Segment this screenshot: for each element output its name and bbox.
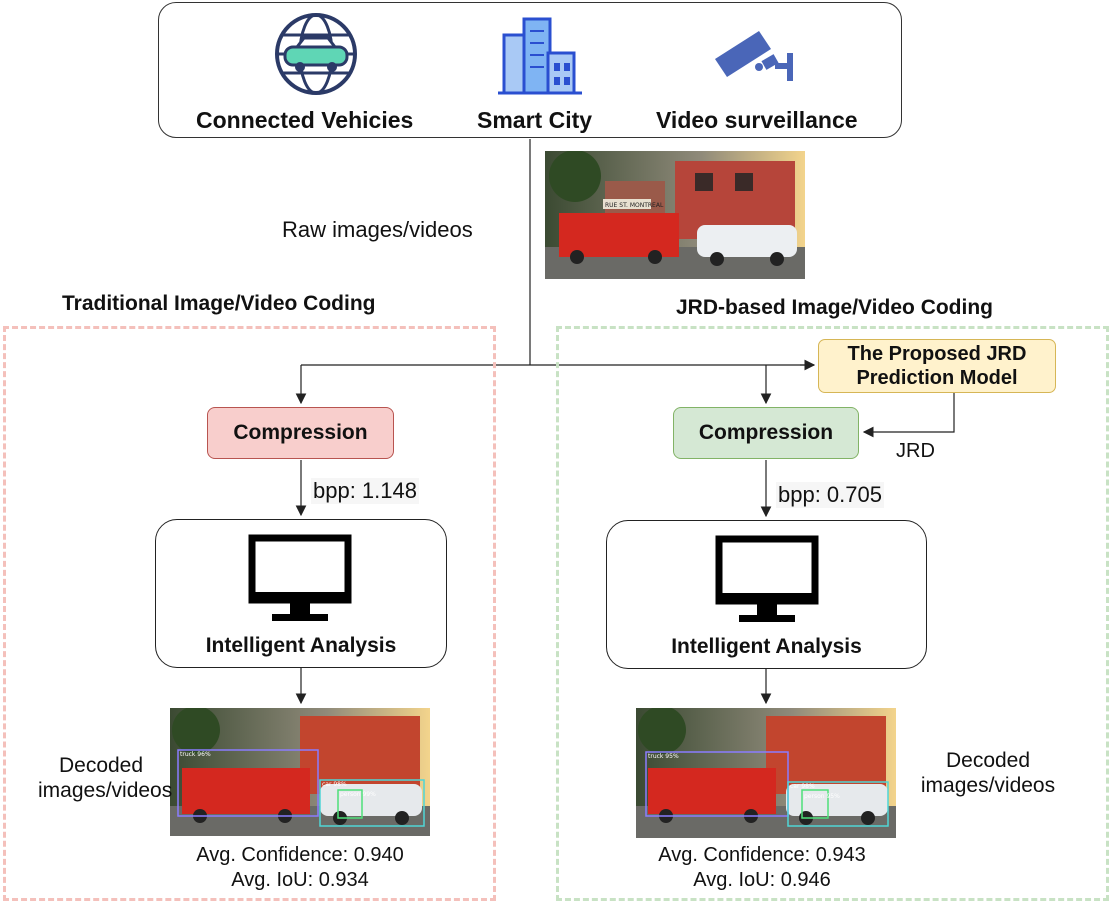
- source-label-video-surveillance: Video surveillance: [656, 107, 858, 133]
- traditional-stats: Avg. Confidence: 0.940 Avg. IoU: 0.934: [160, 843, 440, 893]
- jrd-prediction-model-box: The Proposed JRD Prediction Model: [818, 339, 1056, 393]
- traditional-compression-label: Compression: [233, 421, 368, 444]
- traditional-analysis-box: Intelligent Analysis: [155, 519, 447, 668]
- source-label-smart-city: Smart City: [477, 107, 593, 133]
- jrd-model-line2: Prediction Model: [856, 367, 1018, 389]
- traditional-detection-person: person 99%: [340, 791, 376, 798]
- jrd-iou: Avg. IoU: 0.946: [693, 869, 831, 891]
- jrd-analysis-label: Intelligent Analysis: [671, 635, 862, 658]
- jrd-decoded-label: Decoded images/videos: [912, 748, 1064, 798]
- source-label-connected-vehicles: Connected Vehicies: [196, 107, 414, 133]
- jrd-label: JRD: [896, 440, 935, 462]
- monitor-icon: [248, 534, 352, 621]
- traditional-decoded-image: truck 96% car 98% person 99%: [170, 708, 430, 836]
- jrd-detection-car: car 98%: [790, 783, 815, 790]
- traditional-analysis-label: Intelligent Analysis: [205, 634, 397, 657]
- jrd-coding-title: JRD-based Image/Video Coding: [676, 296, 993, 319]
- traditional-coding-region: [3, 326, 496, 901]
- jrd-analysis-box: Intelligent Analysis: [606, 520, 927, 669]
- jrd-compression-box: Compression: [673, 407, 859, 459]
- jrd-confidence: Avg. Confidence: 0.943: [658, 844, 866, 866]
- traditional-confidence: Avg. Confidence: 0.940: [196, 844, 404, 866]
- traditional-iou: Avg. IoU: 0.934: [231, 869, 369, 891]
- jrd-decoded-image: truck 95% car 98% person 95%: [636, 708, 896, 838]
- traditional-decoded-line2: images/videos: [38, 779, 173, 802]
- jrd-coding-region: [556, 326, 1109, 901]
- jrd-detection-person: person 95%: [804, 793, 840, 800]
- raw-scene-image: RUE ST. MONTREAL: [545, 151, 805, 279]
- traditional-detection-truck: truck 96%: [180, 751, 211, 758]
- jrd-decoded-line1: Decoded: [945, 749, 1031, 772]
- jrd-decoded-line2: images/videos: [920, 774, 1056, 797]
- traditional-decoded-line1: Decoded: [58, 754, 144, 777]
- monitor-icon: [715, 535, 819, 622]
- traditional-coding-title: Traditional Image/Video Coding: [62, 292, 376, 315]
- scene-sign-text: RUE ST. MONTREAL: [605, 202, 664, 209]
- traditional-compression-box: Compression: [207, 407, 394, 459]
- traditional-decoded-label: Decoded images/videos: [38, 753, 173, 803]
- traditional-bpp-label: bpp: 1.148: [311, 478, 419, 504]
- raw-images-label: Raw images/videos: [282, 217, 473, 242]
- connected-car-globe-icon: [275, 13, 357, 95]
- jrd-stats: Avg. Confidence: 0.943 Avg. IoU: 0.946: [622, 843, 902, 893]
- jrd-model-line1: The Proposed JRD: [847, 343, 1027, 365]
- traditional-detection-car: car 98%: [322, 781, 347, 788]
- cctv-camera-icon: [715, 31, 793, 81]
- jrd-bpp-label: bpp: 0.705: [776, 482, 884, 508]
- sources-panel: Connected Vehicies Smart City Video surv…: [158, 2, 902, 138]
- jrd-compression-label: Compression: [698, 421, 834, 444]
- jrd-detection-truck: truck 95%: [648, 753, 679, 760]
- city-buildings-icon: [498, 17, 582, 95]
